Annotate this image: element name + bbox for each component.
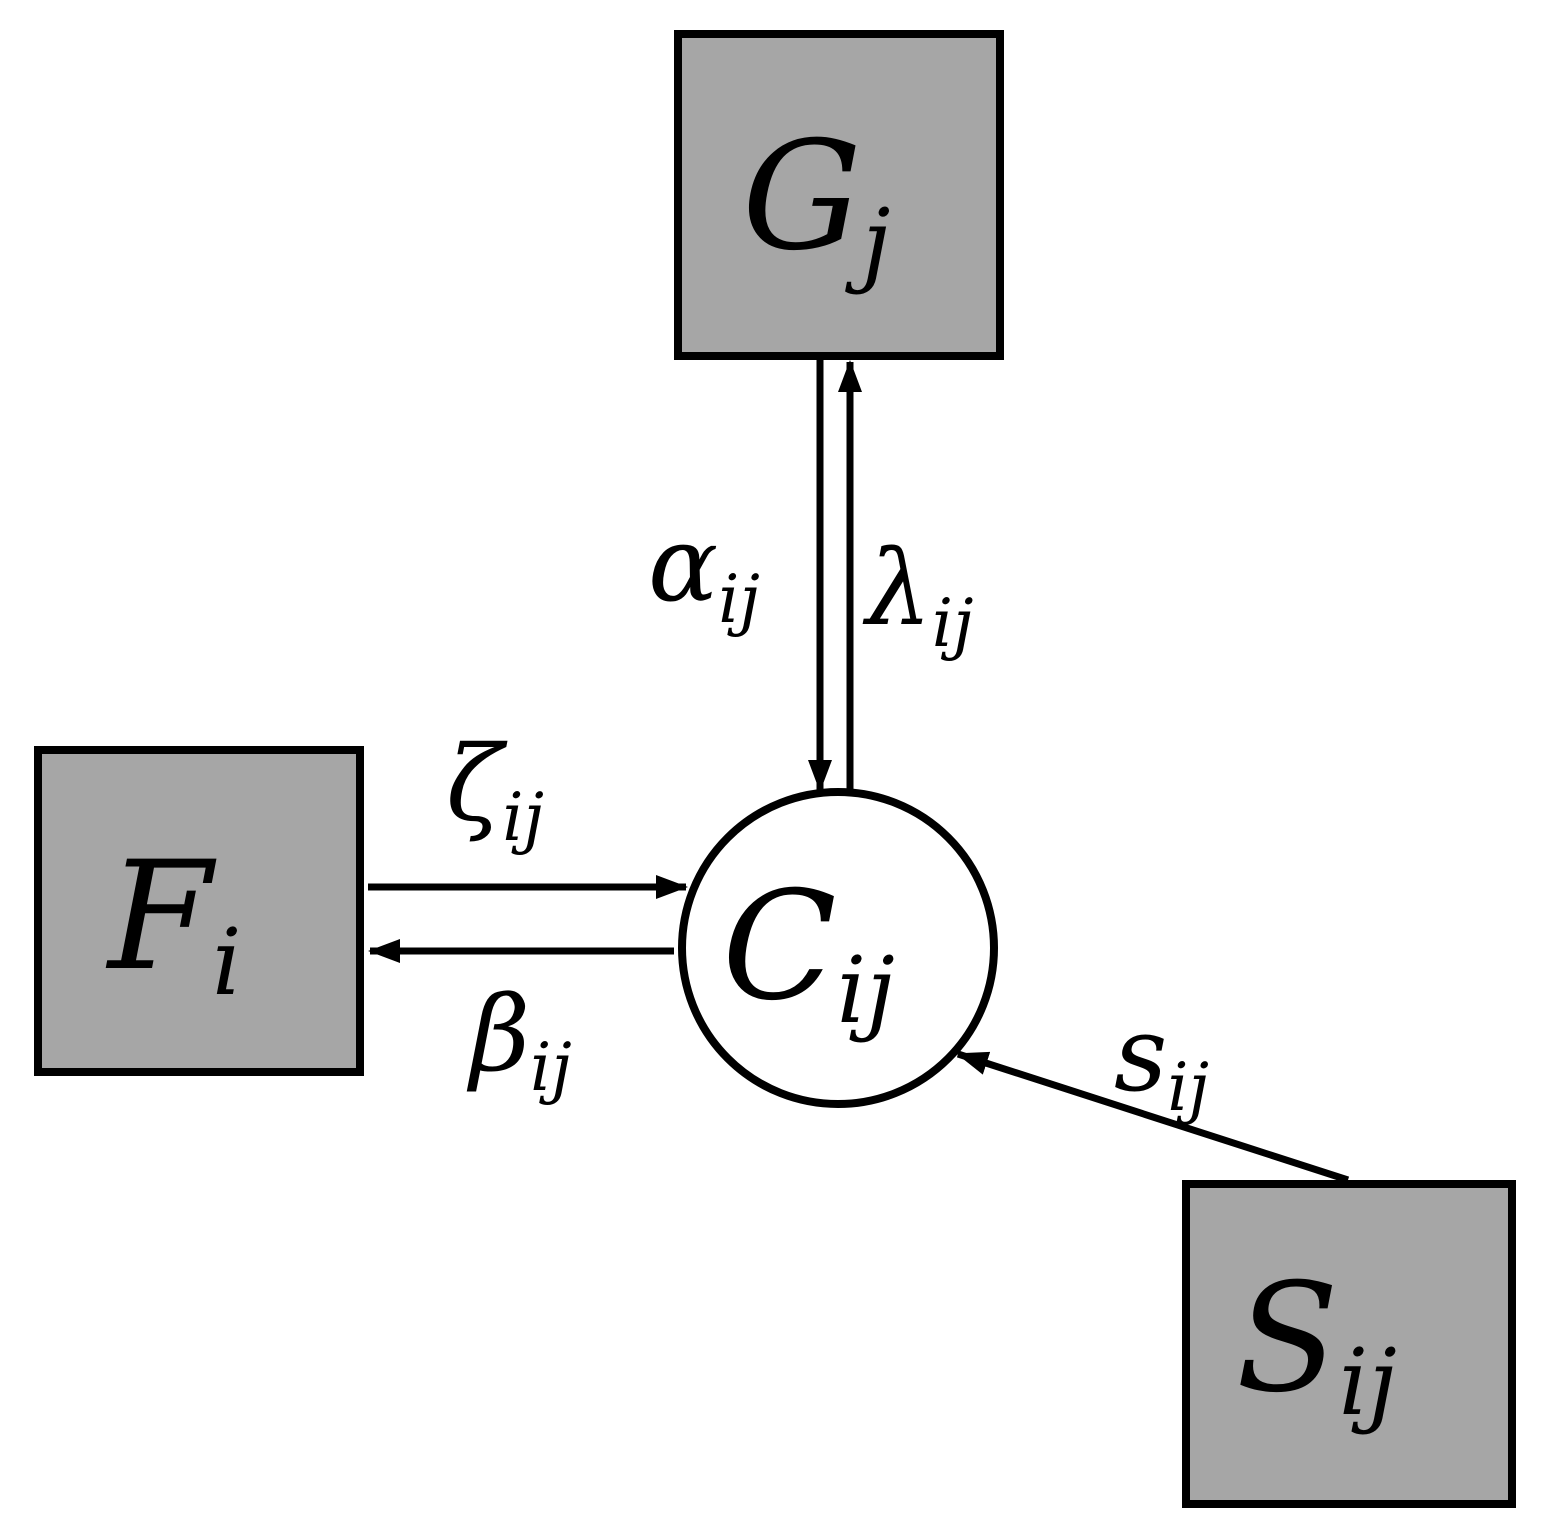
node-c-circle [678, 788, 998, 1108]
node-g-label: Gj [742, 110, 890, 296]
node-c-base: C [722, 860, 837, 1034]
edge-zeta-label: ζij [446, 723, 544, 856]
edge-lambda-base: λ [862, 527, 932, 649]
edge-zeta-sub: ij [502, 779, 544, 856]
edge-alpha-base: α [648, 503, 718, 625]
node-f-box [34, 746, 364, 1076]
edge-beta-sub: ij [530, 1029, 572, 1106]
node-s-base: S [1236, 1252, 1339, 1426]
edge-beta-label: βij [466, 973, 572, 1106]
node-s-sub: ij [1339, 1329, 1397, 1436]
edge-alpha-label: αij [648, 503, 760, 638]
node-c-label: Cij [722, 860, 895, 1044]
edge-lambda-label: λij [862, 527, 974, 662]
edge-alpha-sub: ij [718, 561, 760, 638]
edge-zeta-base: ζ [446, 723, 508, 845]
node-s-box [1182, 1180, 1516, 1508]
edge-beta-base: β [466, 973, 530, 1095]
node-c-sub: ij [837, 937, 895, 1044]
node-f-label: Fi [105, 830, 242, 1016]
edge-s-sub: ij [1167, 1049, 1209, 1126]
node-f-sub: i [212, 909, 241, 1016]
edge-s-label: sij [1114, 993, 1209, 1126]
edge-lambda-sub: ij [932, 585, 974, 662]
node-s-label: Sij [1236, 1252, 1397, 1436]
node-g-box [674, 30, 1004, 360]
edge-s-arrow [956, 1050, 1350, 1184]
node-g-base: G [742, 110, 862, 284]
node-f-base: F [105, 830, 217, 1004]
edge-s-base: s [1114, 993, 1167, 1115]
